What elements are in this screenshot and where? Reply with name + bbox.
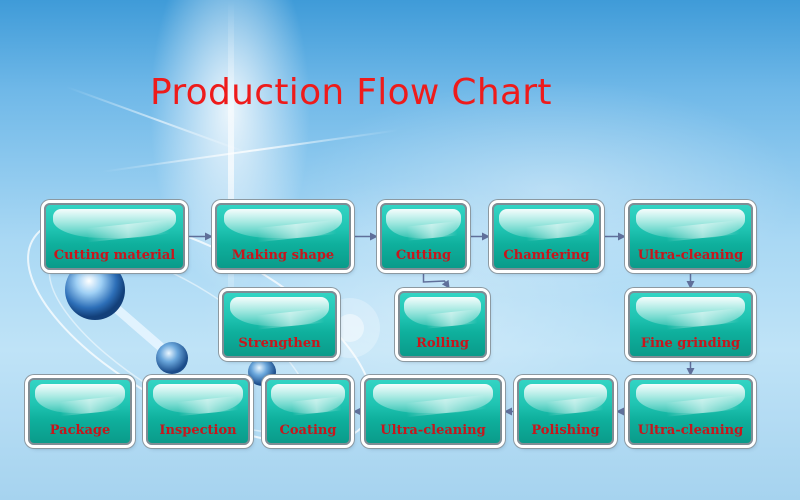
step-label: Ultra-cleaning (637, 423, 744, 438)
step-label: Polishing (531, 423, 600, 438)
step-label: Fine grinding (640, 336, 741, 351)
step-label: Cutting material (53, 248, 176, 263)
step-cutting-material: Cutting material (44, 203, 185, 270)
step-cutting: Cutting (380, 203, 467, 270)
step-label: Ultra-cleaning (380, 423, 486, 438)
light-orb (336, 314, 364, 342)
step-inspection: Inspection (146, 378, 250, 445)
step-label: Chamfering (503, 248, 590, 263)
step-label: Cutting (395, 248, 452, 263)
step-label: Rolling (416, 336, 469, 351)
step-chamfering: Chamfering (492, 203, 601, 270)
step-label: Strengthen (238, 336, 321, 351)
step-label: Coating (279, 423, 337, 438)
step-label: Package (49, 423, 111, 438)
step-fine-grinding: Fine grinding (628, 291, 753, 358)
step-ultra-cleaning-1: Ultra-cleaning (628, 203, 753, 270)
step-strengthen: Strengthen (222, 291, 337, 358)
step-ultra-cleaning-2: Ultra-cleaning (628, 378, 753, 445)
step-label: Inspection (159, 423, 237, 438)
step-making-shape: Making shape (215, 203, 351, 270)
step-coating: Coating (265, 378, 351, 445)
step-package: Package (28, 378, 132, 445)
step-label: Making shape (231, 248, 335, 263)
step-ultra-cleaning-3: Ultra-cleaning (364, 378, 502, 445)
step-rolling: Rolling (398, 291, 487, 358)
molecule-sphere (65, 260, 125, 320)
flow-arrow-cutting-to-rolling (422, 274, 450, 289)
step-polishing: Polishing (517, 378, 614, 445)
step-label: Ultra-cleaning (637, 248, 744, 263)
chart-title: Production Flow Chart (150, 72, 552, 113)
molecule-sphere (156, 342, 188, 374)
